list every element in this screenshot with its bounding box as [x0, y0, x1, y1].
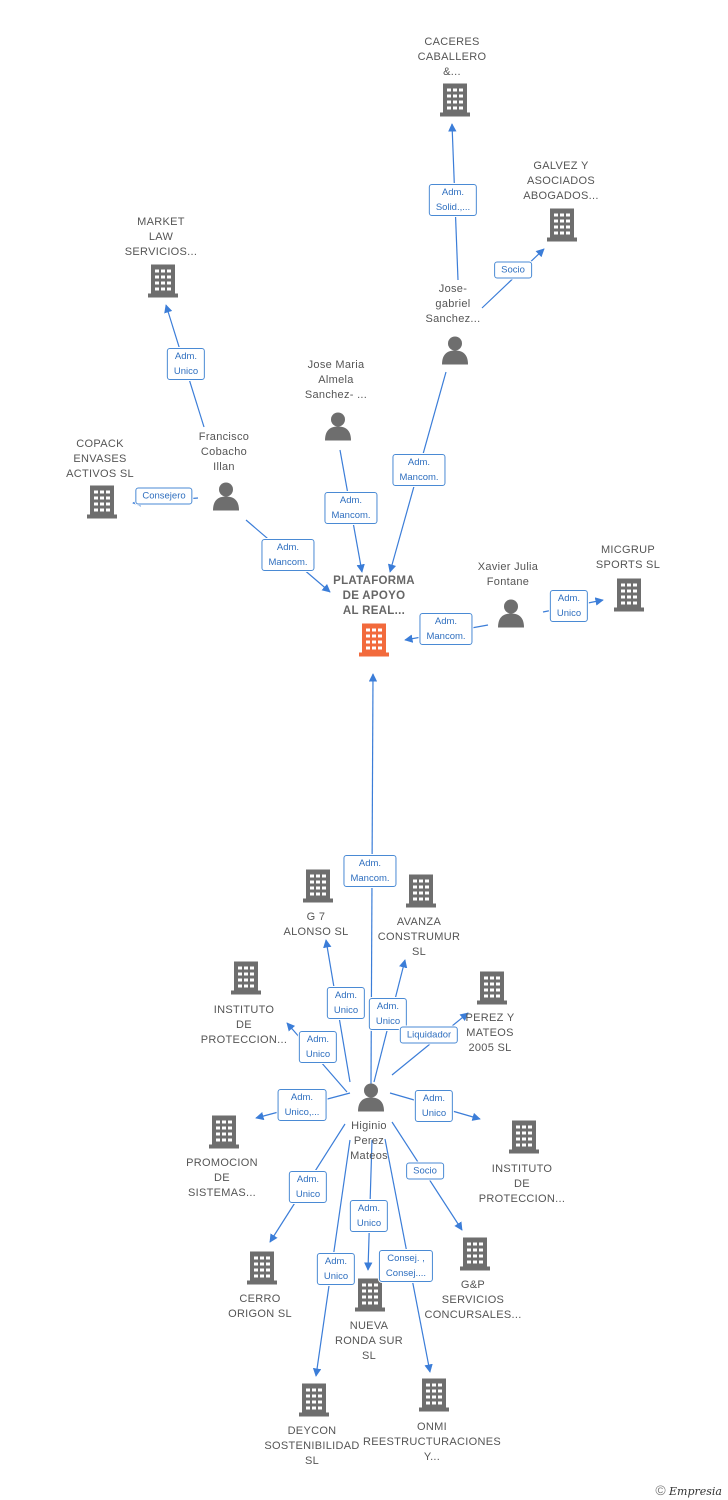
relation-badge[interactable]: Consej. , Consej....	[378, 1250, 434, 1282]
relation-badge[interactable]: Adm. Mancom.	[392, 454, 446, 486]
higinio-label[interactable]: Higinio Perez Mateos	[350, 1120, 388, 1162]
plataforma-label[interactable]: PLATAFORMA DE APOYO AL REAL...	[333, 575, 415, 617]
building-icon[interactable]	[509, 1120, 539, 1159]
deycon-label[interactable]: DEYCON SOSTENIBILIDAD SL	[264, 1425, 360, 1467]
avanza-label[interactable]: AVANZA CONSTRUMUR SL	[377, 916, 461, 958]
building-icon[interactable]	[355, 1278, 385, 1317]
perez-label[interactable]: PEREZ Y MATEOS 2005 SL	[465, 1012, 515, 1054]
relation-badge[interactable]: Adm. Unico	[316, 1253, 356, 1285]
francisco-label[interactable]: Francisco Cobacho Illan	[198, 431, 250, 473]
relation-badge[interactable]: Adm. Mancom.	[419, 613, 473, 645]
building-icon[interactable]	[247, 1251, 277, 1290]
copyright-icon: ©	[655, 1482, 666, 1498]
relation-badge[interactable]: Consejero	[135, 487, 193, 505]
micgrup-label[interactable]: MICGRUP SPORTS SL	[595, 544, 661, 571]
building-icon[interactable]	[87, 485, 117, 524]
building-icon[interactable]	[477, 971, 507, 1010]
caceres-label[interactable]: CACERES CABALLERO &...	[417, 36, 487, 78]
cerro-label[interactable]: CERRO ORIGON SL	[228, 1293, 292, 1320]
building-icon[interactable]	[148, 264, 178, 303]
edge-josegabriel-galvez	[481, 248, 545, 309]
xavier-label[interactable]: Xavier Julia Fontane	[477, 561, 539, 588]
building-icon[interactable]	[406, 874, 436, 913]
relation-badge[interactable]: Socio	[494, 261, 532, 279]
market-label[interactable]: MARKET LAW SERVICIOS...	[124, 216, 198, 258]
person-icon[interactable]	[211, 481, 241, 516]
relation-badge[interactable]: Liquidador	[399, 1026, 459, 1044]
relation-badge[interactable]: Adm. Unico	[298, 1031, 338, 1063]
building-icon[interactable]	[614, 578, 644, 617]
instituto1-label[interactable]: INSTITUTO DE PROTECCION...	[200, 1004, 288, 1046]
person-icon[interactable]	[356, 1082, 386, 1117]
edge-higinio-perez	[391, 1012, 469, 1076]
relation-badge[interactable]: Adm. Mancom.	[343, 855, 397, 887]
relation-badge[interactable]: Adm. Unico	[326, 987, 366, 1019]
relation-badge[interactable]: Adm. Unico	[368, 998, 408, 1030]
nueva-label[interactable]: NUEVA RONDA SUR SL	[334, 1320, 404, 1362]
instituto2-label[interactable]: INSTITUTO DE PROTECCION...	[478, 1163, 566, 1205]
building-icon[interactable]	[303, 869, 333, 908]
building-icon[interactable]	[299, 1383, 329, 1422]
building-icon[interactable]	[359, 623, 389, 662]
building-icon[interactable]	[547, 208, 577, 247]
relation-badge[interactable]: Adm. Solid.,...	[428, 184, 478, 216]
copack-label[interactable]: COPACK ENVASES ACTIVOS SL	[66, 438, 134, 480]
relation-badge[interactable]: Adm. Unico	[549, 590, 589, 622]
person-icon[interactable]	[496, 598, 526, 633]
josemaria-label[interactable]: Jose Maria Almela Sanchez- ...	[304, 359, 368, 401]
relation-badge[interactable]: Adm. Unico	[288, 1171, 328, 1203]
building-icon[interactable]	[209, 1115, 239, 1154]
building-icon[interactable]	[440, 83, 470, 122]
relation-badge[interactable]: Adm. Unico	[414, 1090, 454, 1122]
person-icon[interactable]	[440, 335, 470, 370]
building-icon[interactable]	[419, 1378, 449, 1417]
josegabriel-label[interactable]: Jose- gabriel Sanchez...	[425, 283, 481, 325]
onmi-label[interactable]: ONMI REESTRUCTURACIONES Y...	[362, 1421, 502, 1463]
relation-badge[interactable]: Adm. Unico	[166, 348, 206, 380]
relation-badge[interactable]: Adm. Mancom.	[261, 539, 315, 571]
brand-name: Empresia	[669, 1485, 722, 1498]
footer-brand[interactable]: © Empresia	[655, 1482, 722, 1498]
building-icon[interactable]	[231, 961, 261, 1000]
gp-label[interactable]: G&P SERVICIOS CONCURSALES...	[424, 1279, 522, 1321]
building-icon[interactable]	[460, 1237, 490, 1276]
galvez-label[interactable]: GALVEZ Y ASOCIADOS ABOGADOS...	[523, 160, 599, 202]
promocion-label[interactable]: PROMOCION DE SISTEMAS...	[186, 1157, 258, 1199]
relation-badge[interactable]: Adm. Unico,...	[277, 1089, 327, 1121]
relation-badge[interactable]: Adm. Unico	[349, 1200, 389, 1232]
relation-badge[interactable]: Socio	[406, 1162, 444, 1180]
relation-badge[interactable]: Adm. Mancom.	[324, 492, 378, 524]
person-icon[interactable]	[323, 411, 353, 446]
g7-label[interactable]: G 7 ALONSO SL	[283, 911, 349, 938]
